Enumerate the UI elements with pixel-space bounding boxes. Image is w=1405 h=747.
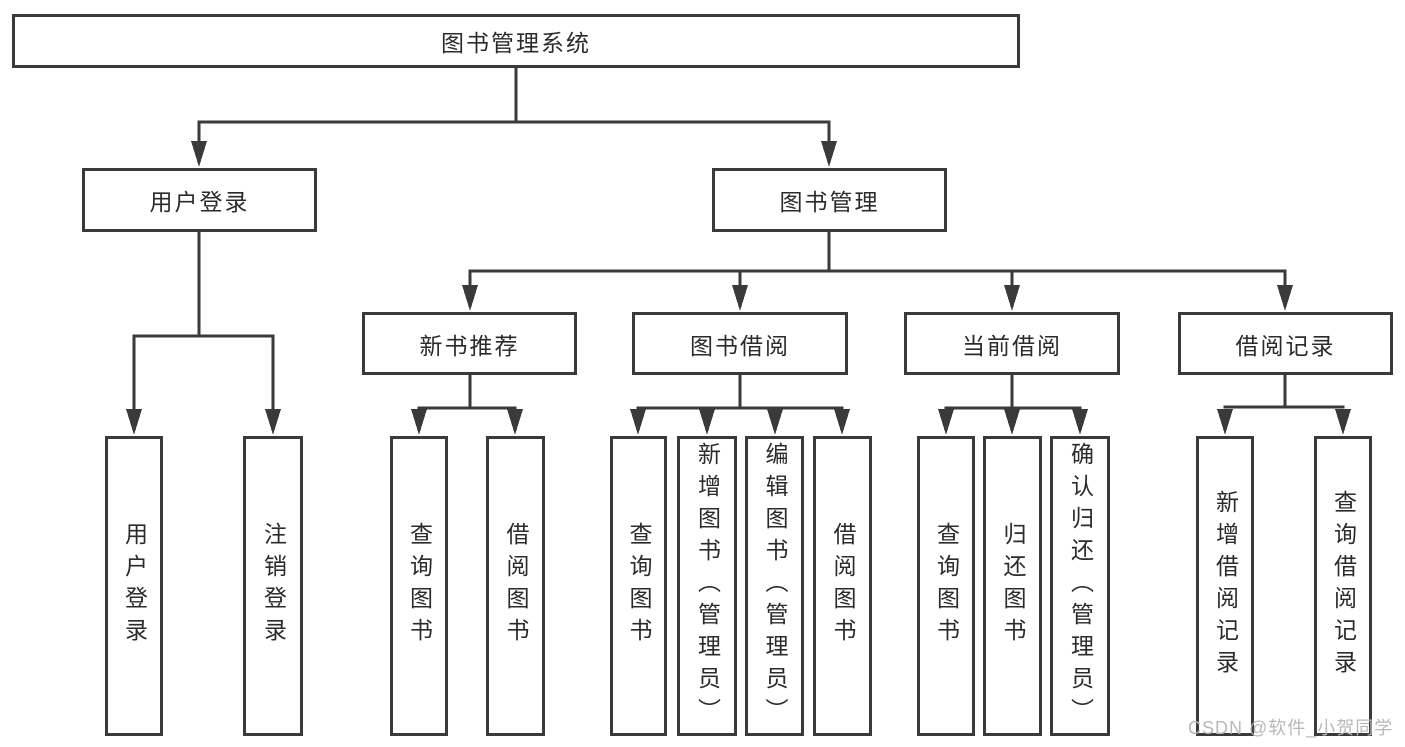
leaf-query-books-recommend: 查询图书 bbox=[390, 436, 448, 736]
node-current-borrowing: 当前借阅 bbox=[904, 312, 1120, 375]
leaf-query-books-borrow: 查询图书 bbox=[610, 436, 667, 736]
leaf-label: 新增图书（管理员） bbox=[694, 442, 721, 730]
node-book-borrowing: 图书借阅 bbox=[632, 312, 848, 375]
leaf-confirm-return-admin: 确认归还（管理员） bbox=[1050, 436, 1110, 736]
node-label: 图书管理系统 bbox=[441, 30, 591, 56]
node-user-login: 用户登录 bbox=[82, 168, 317, 232]
leaf-query-borrow-record: 查询借阅记录 bbox=[1314, 436, 1372, 736]
node-new-book-recommend: 新书推荐 bbox=[362, 312, 577, 375]
leaf-label: 新增借阅记录 bbox=[1212, 490, 1239, 682]
leaf-label: 编辑图书（管理员） bbox=[762, 442, 788, 730]
leaf-label: 确认归还（管理员） bbox=[1067, 442, 1094, 730]
leaf-label: 查询图书 bbox=[626, 522, 652, 650]
leaf-label: 注销登录 bbox=[260, 522, 287, 650]
leaf-label: 查询图书 bbox=[406, 522, 433, 650]
leaf-label: 借阅图书 bbox=[503, 522, 529, 650]
leaf-query-books-current: 查询图书 bbox=[917, 436, 975, 736]
node-borrow-records: 借阅记录 bbox=[1178, 312, 1393, 375]
leaf-logout: 注销登录 bbox=[243, 436, 303, 736]
leaf-return-books: 归还图书 bbox=[983, 436, 1042, 736]
leaf-add-borrow-record: 新增借阅记录 bbox=[1196, 436, 1254, 736]
node-label: 图书借阅 bbox=[690, 332, 790, 359]
leaf-label: 查询借阅记录 bbox=[1330, 490, 1357, 682]
leaf-label: 借阅图书 bbox=[830, 522, 856, 650]
leaf-user-login: 用户登录 bbox=[105, 436, 163, 736]
node-label: 借阅记录 bbox=[1235, 332, 1336, 359]
leaf-borrow-books: 借阅图书 bbox=[813, 436, 872, 736]
leaf-add-book-admin: 新增图书（管理员） bbox=[677, 436, 737, 736]
watermark: CSDN @软件_小贺同学 bbox=[1188, 718, 1394, 738]
node-label: 图书管理 bbox=[779, 189, 880, 215]
leaf-label: 归还图书 bbox=[1000, 522, 1026, 650]
leaf-label: 查询图书 bbox=[933, 522, 960, 650]
node-label: 当前借阅 bbox=[962, 332, 1062, 359]
leaf-borrow-books-recommend: 借阅图书 bbox=[486, 436, 545, 736]
node-label: 用户登录 bbox=[149, 189, 250, 215]
leaf-edit-book-admin: 编辑图书（管理员） bbox=[745, 436, 804, 736]
node-label: 新书推荐 bbox=[419, 332, 520, 359]
node-library-management-system: 图书管理系统 bbox=[12, 14, 1020, 68]
leaf-label: 用户登录 bbox=[121, 522, 148, 650]
node-book-management: 图书管理 bbox=[712, 168, 947, 232]
